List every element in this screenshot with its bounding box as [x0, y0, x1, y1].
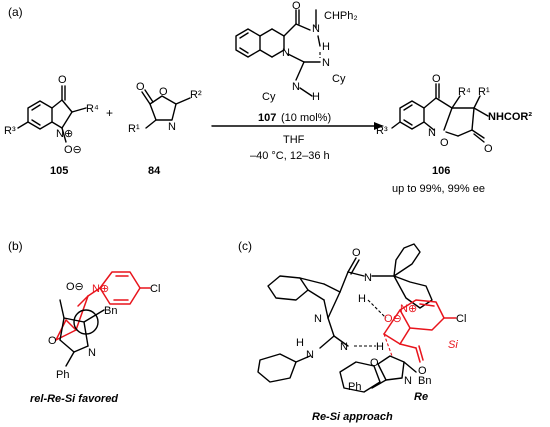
conditions-label: –40 °C, 12–36 h	[250, 150, 330, 162]
group-NHCOR2: NHCOR²	[488, 111, 532, 123]
atom-H-c-guanidine: H	[376, 341, 384, 353]
label-Si: Si	[448, 339, 458, 351]
atom-O-minus-b: O⊖	[66, 281, 84, 293]
catalyst-loading: (10 mol%)	[281, 112, 331, 124]
atom-H-catalyst-amide: H	[322, 41, 330, 53]
plus-sign: +	[106, 106, 113, 120]
compound-number-106: 106	[432, 165, 450, 177]
atom-N-catalyst-ring: N	[282, 47, 290, 59]
compound-84-structure	[141, 89, 191, 129]
compound-number-84: 84	[148, 165, 161, 177]
atom-N-84: N	[168, 121, 176, 133]
atom-N-c-ring: N	[314, 313, 322, 325]
atom-O-b: O	[48, 335, 57, 347]
atom-O-c-oxazolone: O	[370, 357, 379, 369]
catalyst-107-structure	[235, 9, 321, 97]
atom-R4-106: R⁴	[458, 86, 471, 98]
transition-state-b	[55, 271, 151, 367]
atom-R3-105: R³	[4, 125, 16, 137]
atom-R3-106: R³	[376, 125, 388, 137]
atom-N-plus-b: N⊕	[92, 283, 109, 295]
atom-O-105: O	[58, 74, 67, 86]
label-Re: Re	[414, 391, 428, 403]
atom-N-catalyst-imine: N	[322, 57, 330, 69]
atom-O-106-ketone: O	[432, 73, 441, 85]
atom-O-c-amide: O	[352, 247, 361, 259]
atom-R1-106: R¹	[478, 86, 490, 98]
group-Bn-c: Bn	[418, 375, 431, 387]
group-Bn-b: Bn	[104, 305, 117, 317]
solvent-label: THF	[283, 134, 305, 146]
atom-N-c-guanidine: N	[340, 341, 348, 353]
atom-N-b: N	[88, 347, 96, 359]
panel-label-c: (c)	[238, 239, 252, 253]
atom-N-c-oxazolone: N	[404, 375, 412, 387]
yield-label: up to 99%, 99% ee	[392, 183, 485, 195]
group-Cy-amine: Cy	[262, 91, 276, 103]
group-CHPh2: CHPh₂	[324, 10, 358, 22]
atom-Cl-c: Cl	[456, 313, 466, 325]
atom-N-c-guanidine-left: N	[306, 349, 314, 361]
atom-R1-84: R¹	[128, 123, 140, 135]
group-Ph-c: Ph	[348, 381, 361, 393]
atom-O-minus-c: O⊖	[384, 313, 402, 325]
transition-state-c	[257, 243, 457, 393]
atom-H-catalyst-amine: H	[312, 91, 320, 103]
atom-R4-105: R⁴	[86, 103, 99, 115]
atom-N-catalyst-amine: N	[292, 81, 300, 93]
atom-O-84-carbonyl: O	[136, 81, 145, 93]
panel-label-b: (b)	[8, 239, 23, 253]
caption-b: rel-Re-Si favored	[30, 393, 118, 405]
group-Cy-imine: Cy	[332, 73, 346, 85]
atom-O-c-ketone: O	[418, 365, 427, 377]
atom-O-catalyst: O	[292, 0, 301, 12]
atom-N-c-amide: N	[364, 272, 372, 284]
atom-O-minus-105: O⊖	[64, 144, 82, 156]
compound-number-105: 105	[50, 165, 68, 177]
compound-105-structure	[17, 85, 87, 143]
panel-label-a: (a)	[8, 5, 23, 19]
atom-R2-84: R²	[190, 89, 202, 101]
reaction-arrowhead	[374, 122, 384, 130]
atom-N-plus-c: N⊕	[400, 303, 417, 315]
atom-O-106-carbonyl: O	[484, 143, 493, 155]
group-Ph-b: Ph	[56, 369, 69, 381]
atom-H-c-amide: H	[358, 293, 366, 305]
atom-N-106: N	[428, 127, 436, 139]
caption-c: Re-Si approach	[312, 411, 393, 423]
atom-N-105: N⊕	[56, 128, 73, 140]
atom-H-c-guanidine-left: H	[296, 337, 304, 349]
catalyst-number-107: 107	[258, 112, 276, 124]
atom-O-106-ring: O	[440, 137, 449, 149]
atom-O-84-ring: O	[159, 86, 168, 98]
atom-Cl-b: Cl	[150, 283, 160, 295]
atom-N-catalyst-amide: N	[312, 23, 320, 35]
compound-106-structure	[391, 83, 489, 143]
